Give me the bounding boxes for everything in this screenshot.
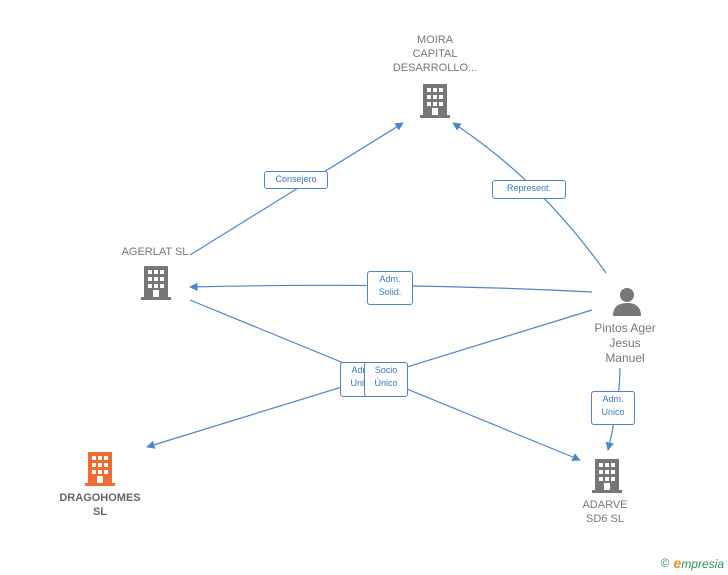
node-label-adarve[interactable]: ADARVE SD6 SL	[582, 499, 628, 525]
building-icon[interactable]	[420, 84, 450, 118]
building-icon[interactable]	[141, 266, 171, 300]
node-label-pintos[interactable]: Pintos Ager Jesus Manuel	[594, 321, 656, 365]
brand-logo: empresia	[673, 555, 724, 571]
edge-label-adm-solid[interactable]: Adm. Solid.	[367, 271, 413, 305]
edge-consejero	[189, 122, 404, 256]
edge-label-adm-unico[interactable]: Adm. Unico	[591, 391, 635, 425]
footer-brand: © empresia	[661, 555, 724, 571]
node-label-moira[interactable]: MOIRA CAPITAL DESARROLLO...	[392, 34, 478, 74]
edge-label-consejero[interactable]: Consejero	[264, 171, 328, 189]
edge-label-represent[interactable]: Represent.	[492, 180, 566, 199]
building-icon[interactable]	[592, 459, 622, 493]
node-label-dragohomes[interactable]: DRAGOHOMES SL	[59, 492, 141, 518]
node-label-agerlat[interactable]: AGERLAT SL	[121, 246, 189, 258]
edge-label-socio-unico[interactable]: Socio Único	[364, 362, 408, 397]
person-icon[interactable]	[612, 286, 642, 316]
building-icon-main[interactable]	[85, 452, 115, 486]
copyright-symbol: ©	[660, 556, 670, 570]
